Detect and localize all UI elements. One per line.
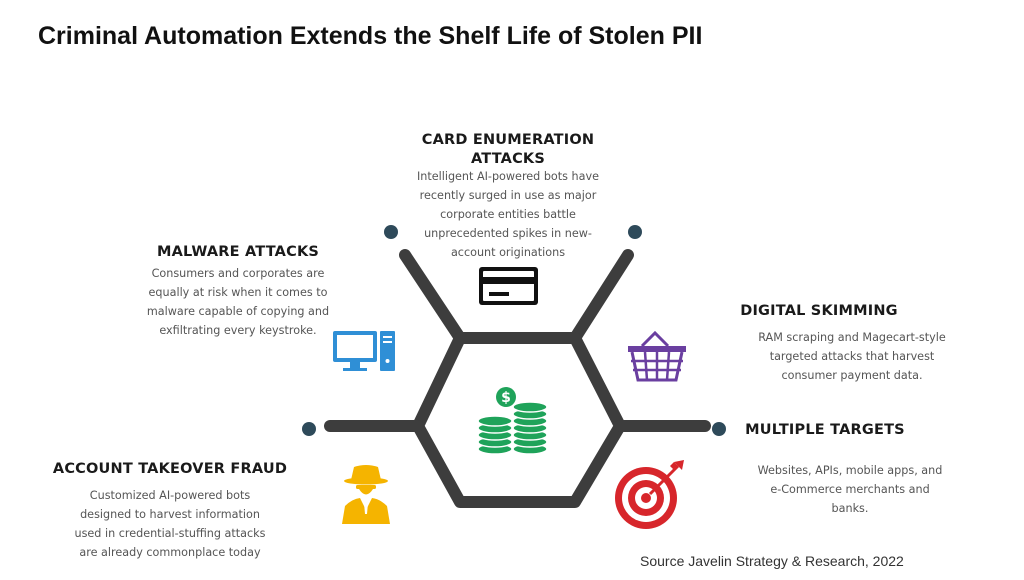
computer-icon [333,331,395,371]
description-line: are already commonplace today [79,546,261,559]
description-line: corporate entities battle [440,208,576,221]
page-title: Criminal Automation Extends the Shelf Li… [38,22,703,50]
account-takeover-heading: ACCOUNT TAKEOVER FRAUD [52,461,288,477]
description-line: account originations [450,246,566,259]
multiple-targets-description: Websites, APIs, mobile apps, and e-Comme… [730,461,970,518]
spy-icon [342,465,390,524]
description-line: consumer payment data. [781,369,923,382]
credit-card-icon [479,267,538,305]
target-icon [615,460,684,529]
multiple-targets-heading: MULTIPLE TARGETS [745,422,905,438]
digital-skimming-heading: DIGITAL SKIMMING [740,303,898,319]
description-line: targeted attacks that harvest [769,350,935,363]
card-enumeration-description: Intelligent AI-powered bots have recentl… [378,167,638,262]
card-enumeration-heading-line1: CARD ENUMERATION [421,132,595,148]
description-line: recently surged in use as major [419,189,597,202]
description-line: banks. [831,502,869,515]
dot-top-right [628,225,642,239]
card-enumeration-heading: CARD ENUMERATION ATTACKS [378,131,638,169]
description-line: used in credential-stuffing attacks [74,527,266,540]
malware-description: Consumers and corporates are equally at … [118,264,358,340]
account-takeover-description: Customized AI-powered bots designed to h… [45,486,295,562]
digital-skimming-description: RAM scraping and Magecart-style targeted… [732,328,972,385]
svg-text:$: $ [501,390,511,406]
description-line: unprecedented spikes in new- [424,227,592,240]
malware-heading: MALWARE ATTACKS [156,244,320,260]
description-line: Intelligent AI-powered bots have [416,170,600,183]
description-line: Websites, APIs, mobile apps, and [757,464,943,477]
source-citation: Source Javelin Strategy & Research, 2022 [640,553,904,569]
description-line: Consumers and corporates are [151,267,325,280]
description-line: designed to harvest information [80,508,260,521]
hexagon-connector-lines [324,249,711,508]
card-enumeration-heading-line2: ATTACKS [470,151,546,167]
dot-left [302,422,316,436]
description-line: equally at risk when it comes to [148,286,328,299]
dot-right [712,422,726,436]
money-coins-icon: $ [477,387,548,455]
description-line: Customized AI-powered bots [89,489,251,502]
description-line: e-Commerce merchants and [770,483,930,496]
description-line: RAM scraping and Magecart-style [758,331,946,344]
description-line: malware capable of copying and [146,305,330,318]
description-line: exfiltrating every keystroke. [159,324,317,337]
shopping-basket-icon [628,330,686,382]
dot-top-left [384,225,398,239]
